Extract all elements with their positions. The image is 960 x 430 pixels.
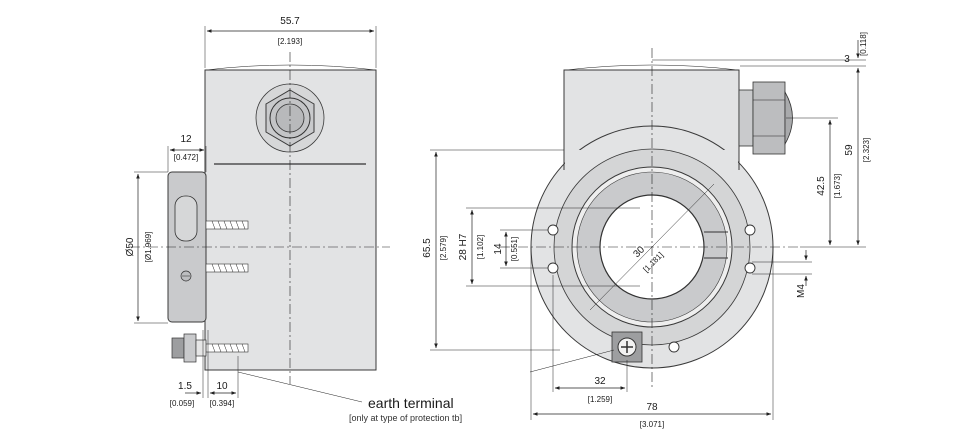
dim-28-h7: 28 H7 [458,233,469,260]
mounting-hole-icons [547,224,756,353]
front-view [430,40,866,420]
dim-55-7-inch: [2.193] [278,37,302,46]
dim-12-inch: [0.472] [174,153,198,162]
side-view [130,26,390,403]
earth-terminal-note: [only at type of protection tb] [349,413,462,423]
dim-59-inch: [2.323] [862,138,871,162]
earth-terminal-bolt-icon [171,333,207,363]
dim-65-5-inch: [2.579] [439,236,448,260]
dim-55-7: 55.7 [280,16,300,27]
screw-icons [205,220,249,353]
dim-10: 10 [216,381,228,392]
dim-1-5-inch: [0.059] [170,399,194,408]
dim-dia-50: Ø50 [125,237,136,256]
dim-dia-50-inch: [Ø1.969] [144,232,153,263]
dim-28-h7-inch: [1.102] [476,235,485,259]
dim-78: 78 [646,402,658,413]
dim-78-inch: [3.071] [640,420,664,429]
dim-32: 32 [594,376,606,387]
dim-32-inch: [1.259] [588,395,612,404]
cable-gland-side-icon [738,81,793,155]
dim-59: 59 [844,144,855,156]
dim-14: 14 [493,243,504,255]
dim-42-5: 42.5 [816,176,827,196]
dim-12: 12 [180,134,192,145]
dim-42-5-inch: [1.673] [833,174,842,198]
cable-gland-icon [255,83,325,153]
dim-10-inch: [0.394] [210,399,234,408]
dim-1-5: 1.5 [178,381,192,392]
dim-3-inch: [0.118] [859,32,868,56]
dim-14-inch: [0.551] [510,237,519,261]
dim-m4: M4 [796,284,807,298]
earth-terminal-icon [611,331,643,363]
dim-65-5: 65.5 [422,238,433,258]
earth-terminal-label: earth terminal [368,395,454,411]
dim-3: 3 [844,54,850,65]
